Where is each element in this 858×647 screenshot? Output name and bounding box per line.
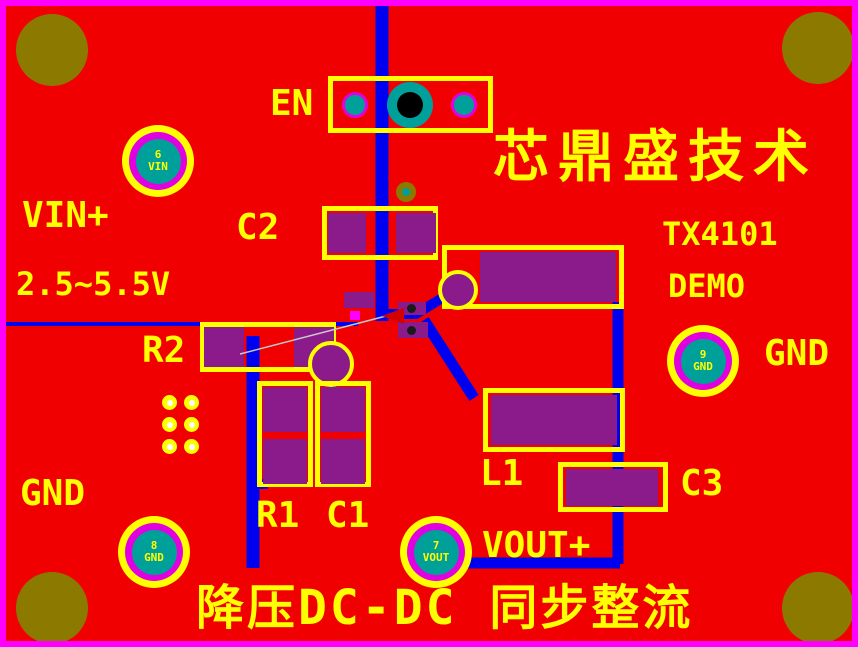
r1-pad-1[interactable] xyxy=(263,387,307,432)
component-c3-outline[interactable] xyxy=(558,462,668,512)
via-grid-6[interactable] xyxy=(184,439,199,454)
d1-round-pad[interactable] xyxy=(438,270,478,310)
silk-c3-label: C3 xyxy=(680,463,724,504)
en-header-pin-1[interactable] xyxy=(342,92,368,118)
d1-body-pad[interactable] xyxy=(480,252,616,302)
ic-pad-small[interactable] xyxy=(350,311,360,320)
overlay-layer xyxy=(239,308,404,355)
via-center-2[interactable] xyxy=(407,326,416,335)
silk-part-number: TX4101 xyxy=(662,215,778,253)
silk-gnd-right: GND xyxy=(764,333,830,374)
via-grid-1[interactable] xyxy=(162,395,177,410)
c3-body-pad[interactable] xyxy=(566,469,658,506)
ic-pad-1[interactable] xyxy=(344,292,374,308)
via-grid-4[interactable] xyxy=(184,417,199,432)
mounting-hole-bottom-right[interactable] xyxy=(782,572,852,641)
silk-l1-label: L1 xyxy=(480,453,524,494)
selection-arrow-icon xyxy=(382,308,404,324)
silk-r1-label: R1 xyxy=(256,495,300,536)
c1-pad-2[interactable] xyxy=(321,439,365,484)
mounting-hole-top-right[interactable] xyxy=(782,12,852,84)
testpoint-net: VOUT xyxy=(422,551,450,564)
via-grid-5[interactable] xyxy=(162,439,177,454)
testpoint-9-gnd[interactable]: 9 GND xyxy=(667,325,739,397)
pin-2-drill-hole xyxy=(397,92,423,118)
silk-en-label: EN xyxy=(270,83,314,124)
c2-pad-2[interactable] xyxy=(396,213,436,253)
silk-bottom-title: 降压DC-DC 同步整流 xyxy=(196,580,694,636)
testpoint-net: GND xyxy=(693,360,713,373)
testpoint-ring: 9 GND xyxy=(674,332,732,390)
trace-sw-to-l1[interactable] xyxy=(419,317,479,401)
r1-pad-2[interactable] xyxy=(263,439,307,484)
c2-pad-1[interactable] xyxy=(328,213,366,253)
testpoint-net: GND xyxy=(144,551,164,564)
c1-pad-1[interactable] xyxy=(321,387,365,432)
silk-vout-label: VOUT+ xyxy=(482,525,591,566)
testpoint-number: 7 xyxy=(432,539,440,553)
silk-c1-label: C1 xyxy=(326,495,370,536)
mounting-hole-top-left[interactable] xyxy=(16,14,88,86)
component-l1-outline[interactable] xyxy=(483,388,625,452)
silk-vin-range: 2.5~5.5V xyxy=(16,265,171,303)
silk-c2-label: C2 xyxy=(236,207,280,248)
via-grid-2[interactable] xyxy=(184,395,199,410)
mounting-hole-bottom-left[interactable] xyxy=(16,572,88,641)
testpoint-6-vin[interactable]: 6 VIN xyxy=(122,125,194,197)
ratsnest-line xyxy=(239,315,387,355)
testpoint-ring: 7 VOUT xyxy=(407,523,465,581)
testpoint-net: VIN xyxy=(148,160,168,173)
testpoint-number: 6 xyxy=(154,148,162,162)
silk-r2-label: R2 xyxy=(142,330,186,371)
testpoint-number: 8 xyxy=(150,539,158,553)
via-grid-3[interactable] xyxy=(162,417,177,432)
silk-vin-label: VIN+ xyxy=(22,195,109,236)
via-en[interactable] xyxy=(396,182,416,202)
testpoint-7-vout[interactable]: 7 VOUT xyxy=(400,516,472,588)
silk-board-type: DEMO xyxy=(668,267,746,305)
component-r1-outline[interactable] xyxy=(257,381,313,487)
silk-gnd-left: GND xyxy=(20,473,86,514)
component-c1-outline[interactable] xyxy=(315,381,371,487)
via-center-1[interactable] xyxy=(407,304,416,313)
en-header-pin-3[interactable] xyxy=(451,92,477,118)
silk-title: 芯鼎盛技术 xyxy=(493,125,818,190)
testpoint-ring: 6 VIN xyxy=(129,132,187,190)
r2-pad-1[interactable] xyxy=(204,327,244,367)
testpoint-ring: 8 GND xyxy=(125,523,183,581)
en-header-pin-2[interactable] xyxy=(387,82,433,128)
testpoint-number: 9 xyxy=(699,348,707,362)
testpoint-8-gnd[interactable]: 8 GND xyxy=(118,516,190,588)
en-header-outline[interactable] xyxy=(328,76,493,133)
l1-body-pad[interactable] xyxy=(491,395,617,445)
